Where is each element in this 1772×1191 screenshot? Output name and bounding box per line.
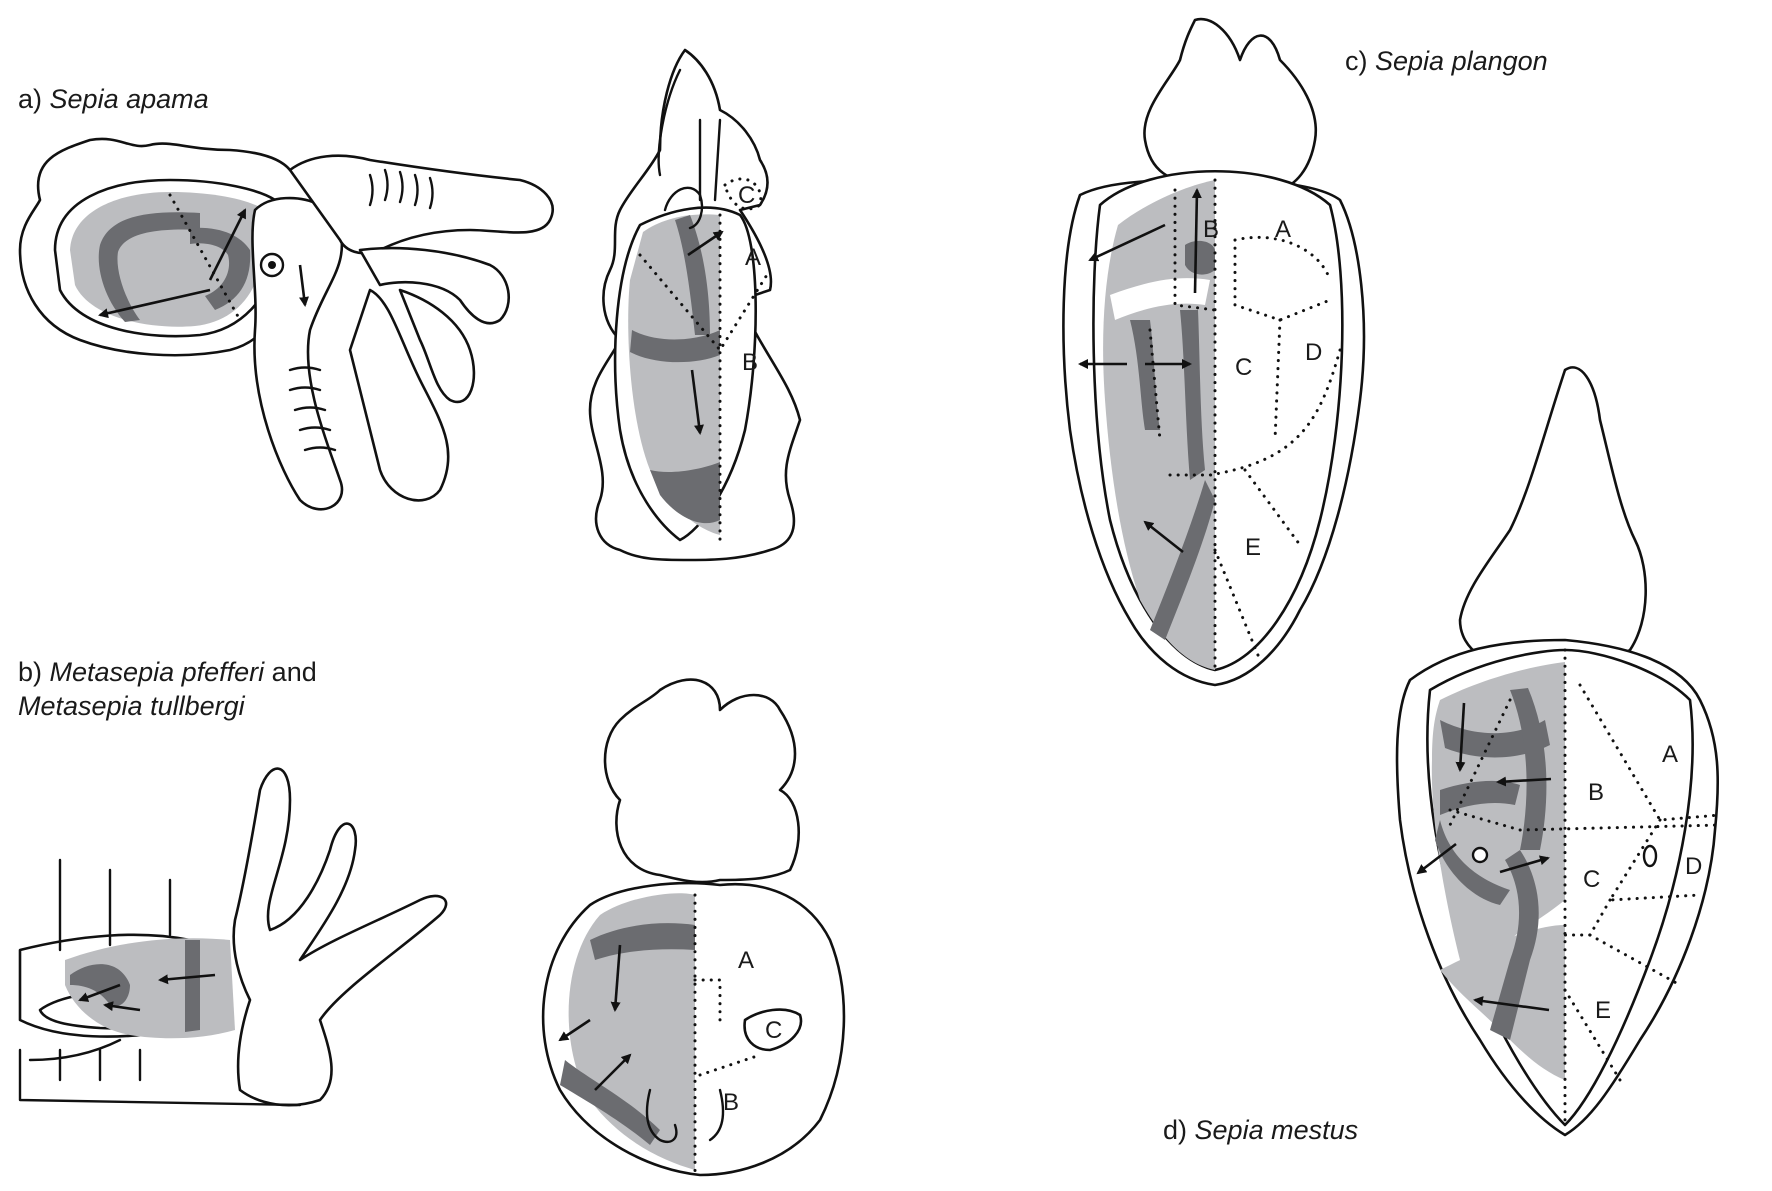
- region-label-a: A: [745, 244, 761, 271]
- caption-prefix: b): [18, 657, 43, 687]
- panel-a-dorsal-cuttlefish: A B C: [588, 48, 802, 562]
- caption-panel-a: a) Sepia apama: [18, 82, 209, 116]
- region-label-b: B: [1588, 779, 1604, 806]
- caption-panel-c: c) Sepia plangon: [1345, 44, 1548, 78]
- species-name: Sepia mestus: [1194, 1115, 1359, 1145]
- species-name: Metasepia pfefferi: [49, 657, 265, 687]
- region-label-e: E: [1595, 997, 1611, 1024]
- panel-d-dorsal-cuttlefish: A B C D E: [1395, 366, 1722, 1137]
- panel-b-lateral-cuttlefish: [18, 767, 448, 1107]
- caption-conjunction: and: [271, 657, 317, 687]
- caption-panel-b: b) Metasepia pfefferi and Metasepia tull…: [18, 655, 317, 723]
- region-label-e: E: [1245, 534, 1261, 561]
- region-label-c: C: [765, 1017, 782, 1044]
- panel-b-dorsal-cuttlefish: A B C: [541, 678, 846, 1177]
- region-label-a: A: [1275, 216, 1291, 243]
- region-label-b: B: [1203, 216, 1219, 243]
- caption-panel-d: d) Sepia mestus: [1163, 1113, 1358, 1147]
- panel-a-lateral-cuttlefish: [18, 137, 554, 511]
- panel-c-dorsal-cuttlefish: B A C D E: [1062, 17, 1366, 687]
- region-label-c: C: [1235, 354, 1252, 381]
- species-name-2: Metasepia tullbergi: [18, 691, 245, 721]
- region-label-b: B: [723, 1089, 739, 1116]
- caption-prefix: a): [18, 84, 43, 114]
- caption-prefix: c): [1345, 46, 1368, 76]
- species-name: Sepia plangon: [1375, 46, 1548, 76]
- region-label-d: D: [1685, 853, 1702, 880]
- region-label-c: C: [738, 182, 755, 209]
- region-label-b: B: [742, 349, 758, 376]
- species-name: Sepia apama: [49, 84, 209, 114]
- region-label-d: D: [1305, 339, 1322, 366]
- region-label-c: C: [1583, 866, 1600, 893]
- region-label-a: A: [738, 947, 754, 974]
- caption-prefix: d): [1163, 1115, 1188, 1145]
- region-label-a: A: [1662, 741, 1678, 768]
